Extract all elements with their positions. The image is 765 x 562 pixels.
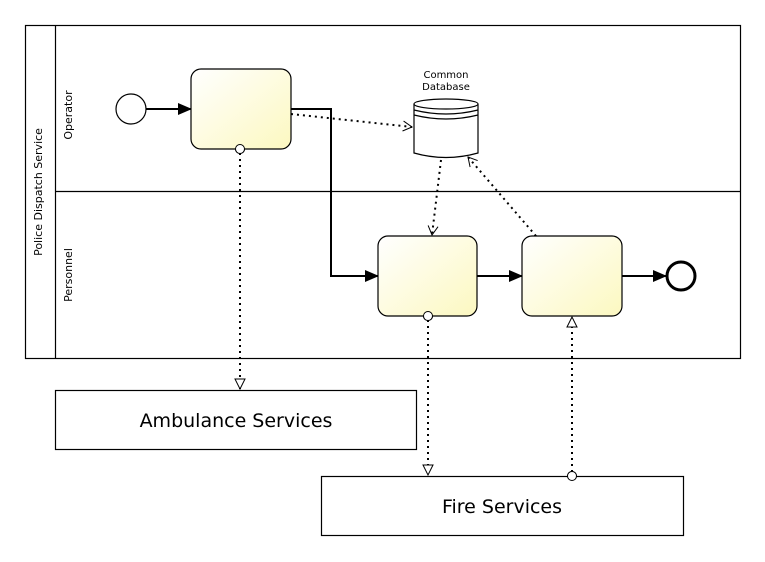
- pool-label-ambulance: Ambulance Services: [140, 410, 333, 432]
- data-store-label-line2: Database: [422, 82, 470, 93]
- data-association-database-to-task2[interactable]: [427, 159, 442, 237]
- start-event[interactable]: [115, 93, 147, 125]
- pool-fire-services[interactable]: Fire Services: [320, 475, 685, 537]
- lane-operator[interactable]: Operator: [55, 90, 741, 193]
- task-operator-1[interactable]: [190, 68, 292, 150]
- pool-label: Police Dispatch Service: [32, 128, 45, 256]
- data-store-label-line1: Common: [423, 70, 468, 81]
- message-flow-origin-marker: [567, 471, 577, 481]
- task-personnel-2[interactable]: [521, 235, 623, 317]
- lane-label-personnel: Personnel: [62, 248, 75, 302]
- data-association-task1-to-database[interactable]: [290, 113, 414, 132]
- lane-label-operator: Operator: [62, 90, 75, 140]
- pool-label-fire: Fire Services: [442, 496, 562, 518]
- sequence-flow-task1-to-task2[interactable]: [291, 108, 379, 282]
- task-personnel-1[interactable]: [377, 235, 478, 317]
- sequence-flows: [146, 103, 667, 282]
- message-flow-origin-marker: [423, 311, 433, 321]
- lane-personnel[interactable]: Personnel: [62, 248, 75, 302]
- data-associations: [290, 113, 537, 237]
- database-icon: [413, 104, 479, 159]
- data-store-common-database[interactable]: Common Database: [413, 70, 479, 159]
- pool-ambulance-services[interactable]: Ambulance Services: [54, 389, 418, 451]
- end-event[interactable]: [665, 260, 697, 292]
- message-flow-origin-marker: [235, 144, 245, 154]
